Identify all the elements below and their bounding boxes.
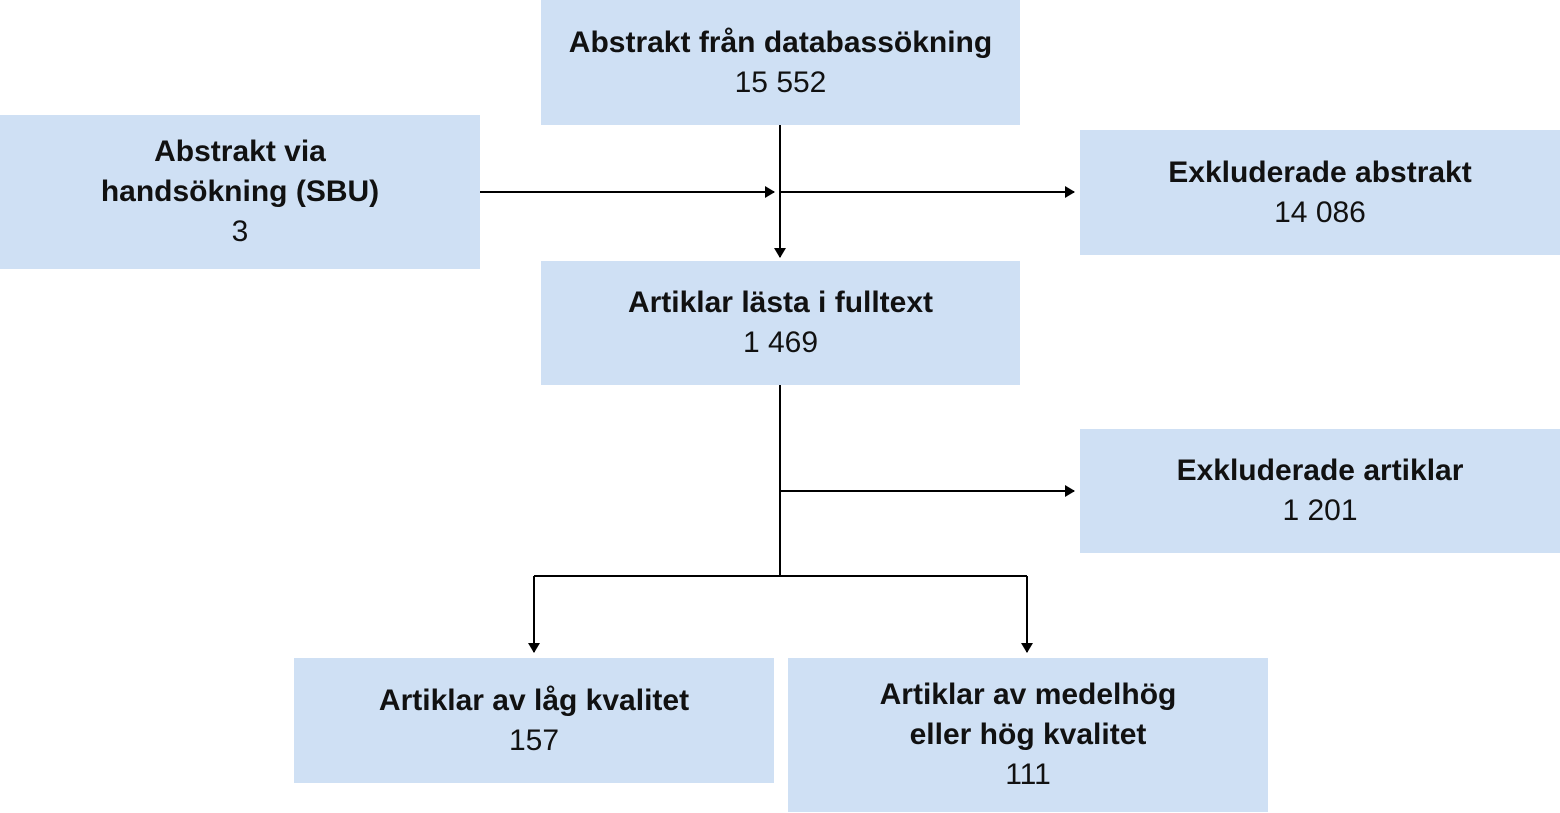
low-quality-count: 157 (508, 723, 560, 757)
medium-high-quality-label-line2: eller hög kvalitet (909, 718, 1147, 751)
low-quality-box: Artiklar av låg kvalitet 157 (294, 658, 774, 783)
excluded-abstracts-count: 14 086 (1274, 195, 1366, 229)
fulltext-count: 1 469 (742, 326, 819, 359)
hand-search-count: 3 (231, 215, 249, 248)
fulltext-box: Artiklar lästa i fulltext 1 469 (541, 261, 1020, 385)
database-search-box: Abstrakt från databassökning 15 552 (541, 0, 1020, 125)
fulltext-label: Artiklar lästa i fulltext (627, 286, 934, 319)
low-quality-label: Artiklar av låg kvalitet (378, 683, 690, 717)
medium-high-quality-count: 111 (1005, 758, 1051, 791)
hand-search-box: Abstrakt via handsökning (SBU) 3 (0, 115, 480, 269)
medium-high-quality-label-line1: Artiklar av medelhög (879, 678, 1177, 711)
excluded-abstracts-label: Exkluderade abstrakt (1168, 155, 1472, 189)
excluded-articles-box: Exkluderade artiklar 1 201 (1080, 429, 1560, 553)
database-search-count: 15 552 (734, 65, 827, 99)
hand-search-label-line2: handsökning (SBU) (100, 175, 380, 208)
hand-search-label-line1: Abstrakt via (154, 135, 326, 168)
excluded-abstracts-box: Exkluderade abstrakt 14 086 (1080, 130, 1560, 255)
excluded-articles-label: Exkluderade artiklar (1176, 454, 1464, 487)
database-search-label: Abstrakt från databassökning (568, 25, 993, 59)
excluded-articles-count: 1 201 (1282, 494, 1358, 527)
medium-high-quality-box: Artiklar av medelhög eller hög kvalitet … (788, 658, 1268, 812)
